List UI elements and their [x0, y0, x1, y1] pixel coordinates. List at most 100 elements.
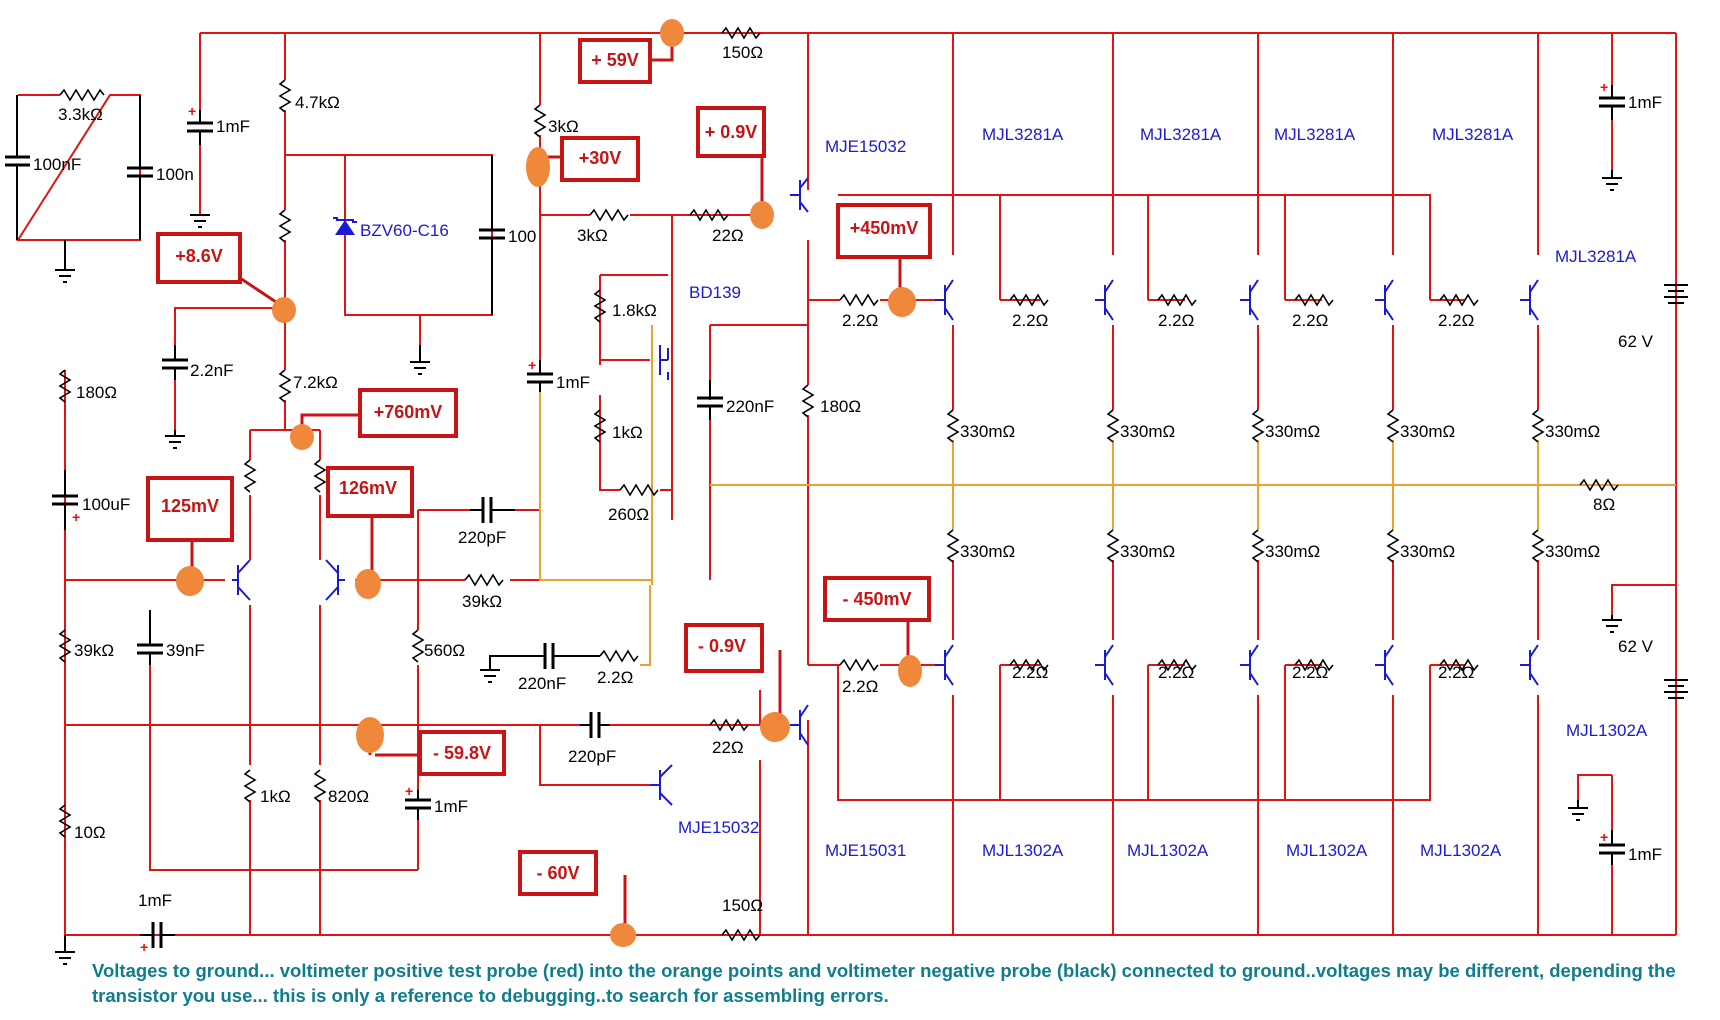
callout-126: 126mV [326, 466, 414, 518]
resistor-2r2-lower-2 [1009, 658, 1049, 672]
resistor-560 [411, 629, 425, 663]
callout-86v: +8.6V [156, 232, 242, 284]
transistor-npn-2 [1095, 279, 1114, 321]
transistor-pnp-1 [935, 644, 954, 686]
resistor-330m-l4 [1386, 529, 1400, 563]
resistor-330m-l2 [1106, 529, 1120, 563]
label-r-330m-l1: 330mΩ [960, 542, 1015, 561]
cap-1mf-bot [405, 798, 431, 810]
probe-598 [356, 717, 384, 753]
resistor-2r2-zobel [599, 649, 639, 663]
resistor-820 [313, 769, 327, 803]
probe-86v [272, 297, 296, 323]
label-r-330m-l4: 330mΩ [1400, 542, 1455, 561]
label-r-39k-mid: 39kΩ [462, 592, 502, 611]
label-r-260: 260Ω [608, 505, 649, 524]
resistor-2r2-lower-5 [1439, 658, 1479, 672]
transistor-driver-top [790, 177, 809, 213]
resistor-180-mid [801, 384, 815, 418]
label-r-2r2-zobel: 2.2Ω [597, 668, 633, 687]
resistor-diff-right [313, 459, 327, 493]
capacitor-symbols [5, 96, 1625, 948]
resistor-39k-mid [464, 573, 504, 587]
callout-598: - 59.8V [418, 730, 506, 776]
resistor-2r2-upper-3 [1157, 293, 1197, 307]
resistor-330m-l3 [1251, 529, 1265, 563]
probe-125 [176, 566, 204, 596]
callout-09n: - 0.9V [684, 623, 764, 673]
probe-30v [526, 147, 550, 187]
zener-diode [333, 217, 357, 235]
label-pnp-2: MJL1302A [1127, 841, 1209, 860]
label-r-330m-u3: 330mΩ [1265, 422, 1320, 441]
transistor-predriver-bot [790, 704, 809, 746]
callout-30v: +30V [560, 136, 640, 182]
label-r-150-top: 150Ω [722, 43, 763, 62]
label-c-220p-bot: 220pF [568, 747, 616, 766]
label-r-2r2-u1: 2.2Ω [842, 311, 878, 330]
callout-60v-text: - 60V [536, 863, 579, 883]
label-r-3k-top: 3kΩ [548, 117, 579, 136]
svg-text:+: + [188, 103, 196, 119]
callout-59v: + 59V [578, 38, 652, 84]
cap-1mf-mid [527, 372, 553, 384]
label-c-1mf-supply-bot: 1mF [1628, 845, 1662, 864]
label-r-3k3: 3.3kΩ [58, 105, 103, 124]
callout-450p-text: +450mV [850, 218, 919, 238]
label-r-1k8: 1.8kΩ [612, 301, 657, 320]
callout-09n-text: - 0.9V [698, 636, 746, 656]
callout-60v: - 60V [518, 850, 598, 896]
label-r-330m-l3: 330mΩ [1265, 542, 1320, 561]
label-r-2r2-l2: 2.2Ω [1012, 663, 1048, 682]
probe-450n [898, 655, 922, 687]
label-npn-3: MJL3281A [1274, 125, 1356, 144]
resistor-8-load [1579, 478, 1619, 492]
resistor-2r2-upper-1 [839, 293, 879, 307]
callout-760-text: +760mV [374, 402, 443, 422]
cap-1mf-supply-top [1599, 96, 1625, 108]
label-c-1mf-mid: 1mF [556, 373, 590, 392]
cap-100n-left [5, 155, 30, 167]
capacitor-leads [16, 85, 1613, 936]
cap-220p-bot [589, 712, 601, 738]
resistor-3k3 [59, 88, 105, 102]
callout-126-text: 126mV [339, 478, 397, 498]
label-r-330m-u2: 330mΩ [1120, 422, 1175, 441]
transistor-driver-bot [650, 764, 673, 806]
cap-220n-zobel [543, 643, 555, 669]
resistor-330m-u1 [946, 409, 960, 443]
probe-09p [750, 201, 774, 229]
probe-60v [610, 923, 636, 947]
transistor-npn-5 [1520, 279, 1539, 321]
resistor-330m-u2 [1106, 409, 1120, 443]
label-r-2r2-u2: 2.2Ω [1012, 311, 1048, 330]
svg-text:+: + [1600, 829, 1608, 845]
svg-text:+: + [1600, 79, 1608, 95]
resistor-150-top [721, 26, 761, 40]
resistor-22-bot [709, 718, 749, 732]
callout-59v-text: + 59V [591, 50, 639, 70]
cap-1mf-top [187, 121, 213, 133]
label-r-820: 820Ω [328, 787, 369, 806]
resistor-10 [58, 804, 72, 838]
label-r-2r2-l5: 2.2Ω [1438, 663, 1474, 682]
resistor-2r2-upper-2 [1009, 293, 1049, 307]
callout-760: +760mV [358, 388, 458, 438]
label-r-22-top: 22Ω [712, 226, 744, 245]
probe-points [176, 19, 922, 947]
label-r-560: 560Ω [424, 641, 465, 660]
resistor-7k2 [278, 369, 292, 403]
callout-09p-text: + 0.9V [705, 122, 758, 142]
debugging-note: Voltages to ground... voltimeter positiv… [92, 960, 1676, 1006]
resistor-330m-l1 [946, 529, 960, 563]
callout-86v-text: +8.6V [175, 246, 223, 266]
label-c-1mf-supply-top: 1mF [1628, 93, 1662, 112]
label-supply-top: 62 V [1618, 332, 1654, 351]
label-npn-1: MJL3281A [982, 125, 1064, 144]
svg-text:+: + [72, 509, 80, 525]
callout-598-text: - 59.8V [433, 743, 491, 763]
label-r-2r2-l1: 2.2Ω [842, 677, 878, 696]
label-c-1mf-bot: 1mF [434, 797, 468, 816]
label-r-22-bot: 22Ω [712, 738, 744, 757]
callout-125: 125mV [146, 476, 234, 542]
